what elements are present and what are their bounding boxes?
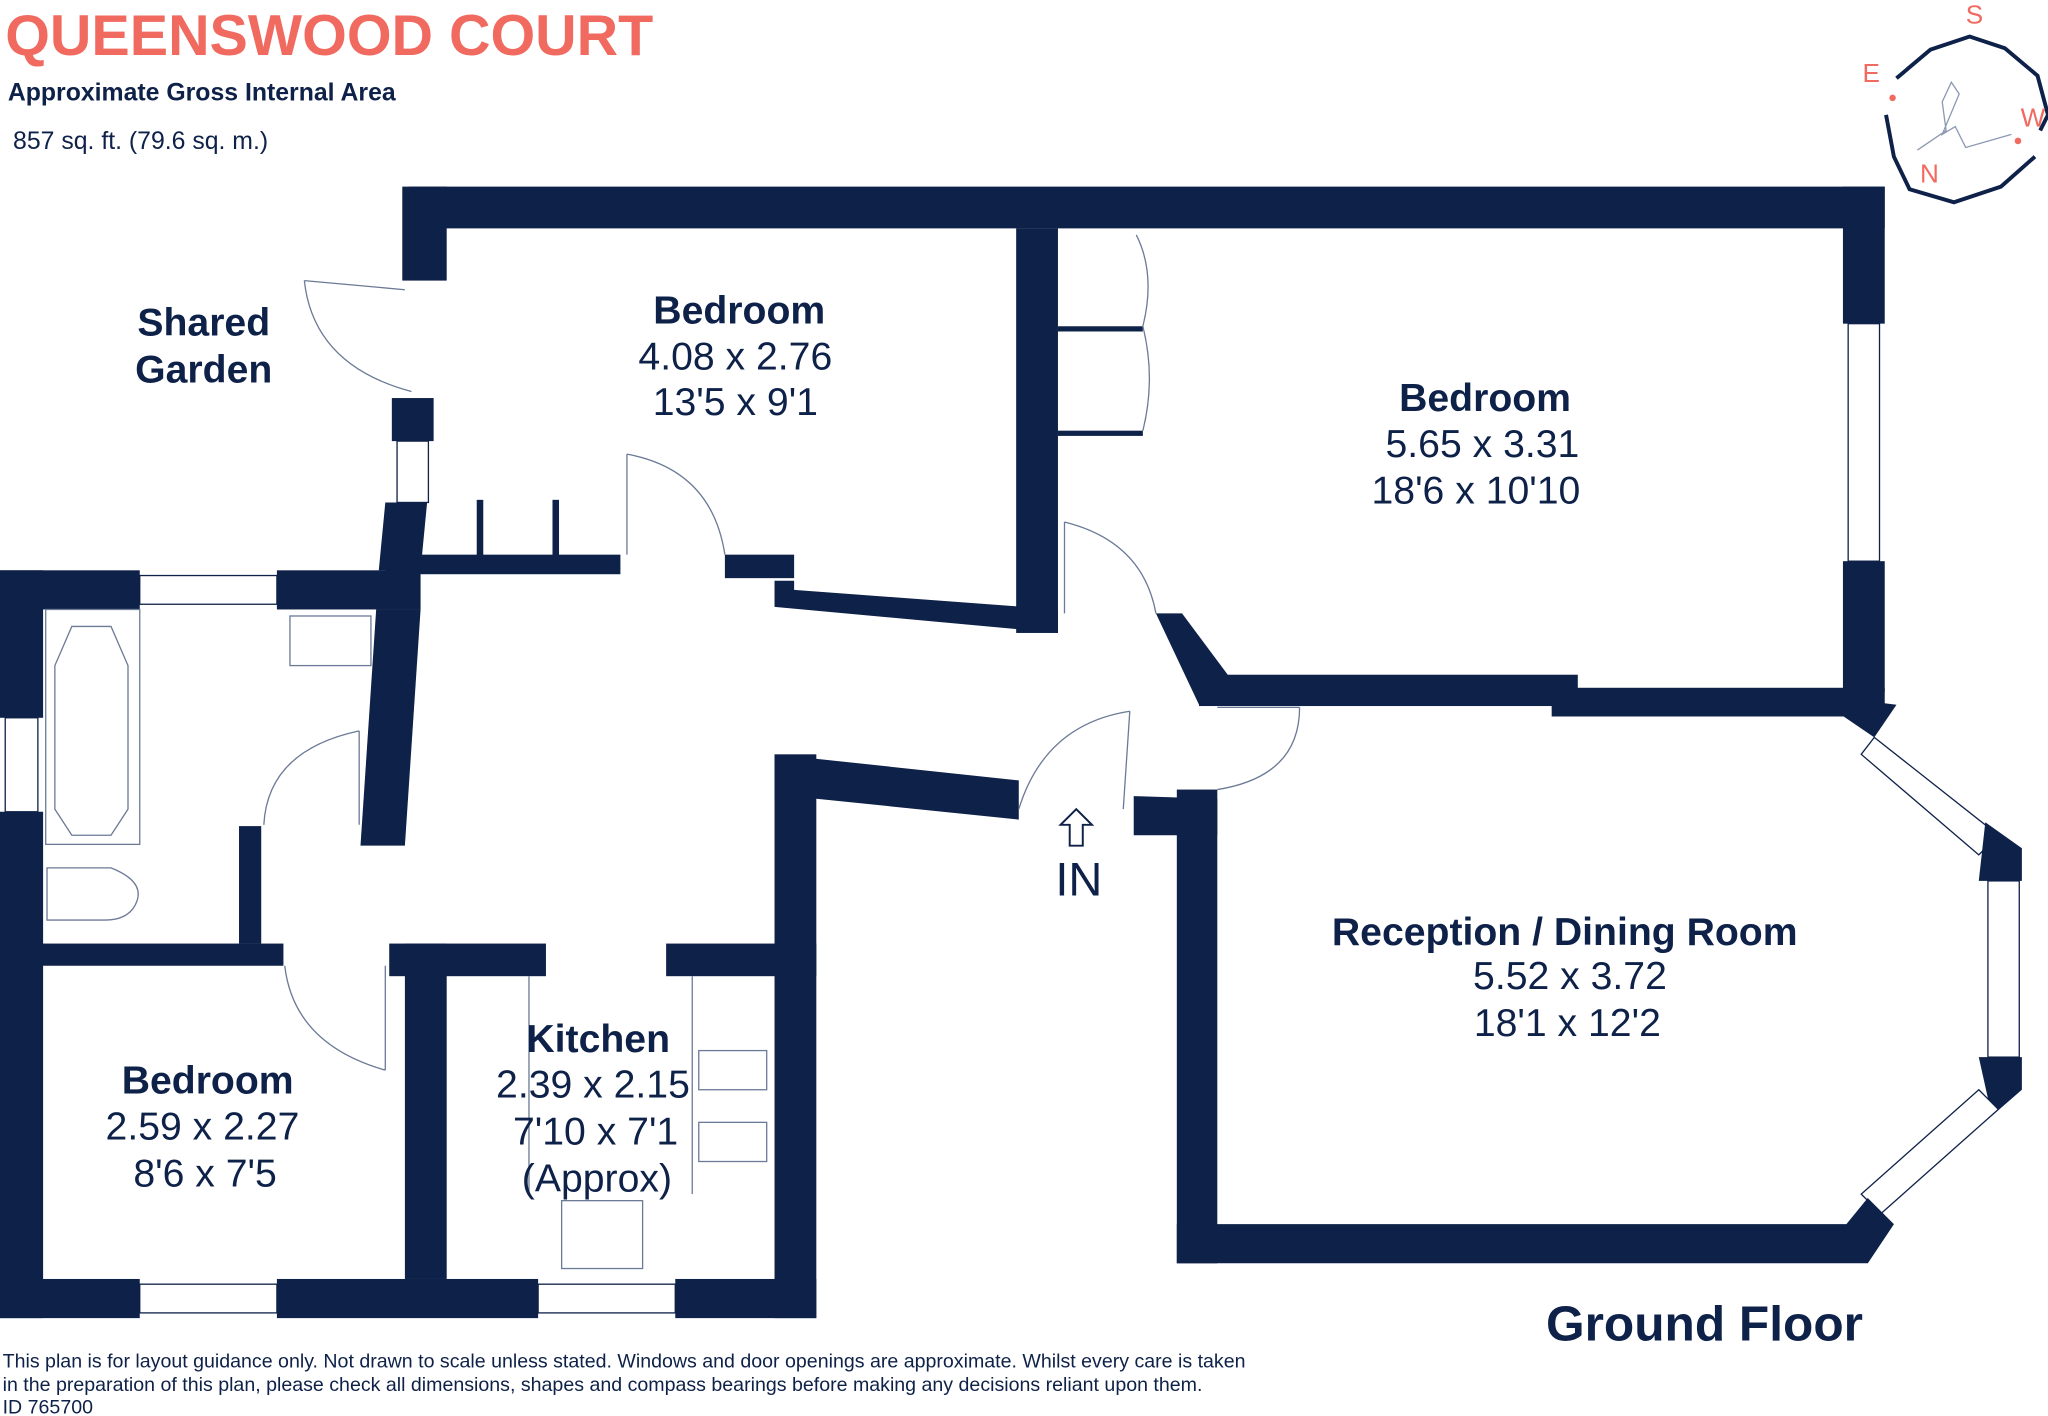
compass-icon: S E W N	[1863, 0, 2048, 205]
svg-text:Garden: Garden	[135, 348, 272, 391]
svg-text:ID 765700: ID 765700	[3, 1396, 93, 1416]
svg-text:Bedroom: Bedroom	[653, 290, 825, 333]
entrance-label: IN	[1055, 852, 1102, 905]
svg-text:8'6 x 7'5: 8'6 x 7'5	[133, 1152, 276, 1195]
svg-text:4.08 x 2.76: 4.08 x 2.76	[638, 335, 832, 378]
room-bedroom-2: Bedroom 5.65 x 3.31 18'6 x 10'10	[1372, 377, 1581, 513]
area-value: 857 sq. ft. (79.6 sq. m.)	[13, 128, 268, 155]
walls	[0, 186, 2022, 1319]
svg-text:Shared: Shared	[137, 301, 270, 344]
property-title: QUEENSWOOD COURT	[5, 4, 653, 68]
svg-text:5.52 x 3.72: 5.52 x 3.72	[1473, 955, 1667, 998]
svg-text:7'10 x 7'1: 7'10 x 7'1	[513, 1111, 678, 1154]
svg-text:2.59 x 2.27: 2.59 x 2.27	[106, 1105, 300, 1148]
fittings	[45, 234, 1301, 1270]
svg-text:Reception / Dining Room: Reception / Dining Room	[1332, 911, 1798, 954]
room-kitchen: Kitchen 2.39 x 2.15 7'10 x 7'1 (Approx)	[496, 1018, 690, 1201]
svg-text:18'6 x 10'10: 18'6 x 10'10	[1372, 470, 1581, 513]
svg-text:Bedroom: Bedroom	[122, 1060, 294, 1103]
svg-text:18'1 x 12'2: 18'1 x 12'2	[1474, 1002, 1661, 1045]
svg-text:5.65 x 3.31: 5.65 x 3.31	[1386, 423, 1580, 466]
room-reception: Reception / Dining Room 5.52 x 3.72 18'1…	[1332, 911, 1798, 1045]
room-bedroom-3: Bedroom 2.59 x 2.27 8'6 x 7'5	[106, 1060, 300, 1196]
compass-e: E	[1863, 58, 1880, 88]
floor-label: Ground Floor	[1546, 1295, 1863, 1351]
compass-w: W	[2021, 103, 2046, 133]
room-bedroom-1: Bedroom 4.08 x 2.76 13'5 x 9'1	[638, 290, 832, 424]
svg-text:13'5 x 9'1: 13'5 x 9'1	[653, 381, 818, 424]
disclaimer: This plan is for layout guidance only. N…	[3, 1351, 1246, 1416]
svg-text:in the preparation of this pla: in the preparation of this plan, please …	[3, 1374, 1203, 1396]
entrance-arrow-icon	[1058, 807, 1095, 847]
svg-text:(Approx): (Approx)	[522, 1158, 672, 1201]
svg-text:This plan is for layout guidan: This plan is for layout guidance only. N…	[3, 1351, 1246, 1373]
compass-s: S	[1966, 0, 1983, 29]
svg-text:2.39 x 2.15: 2.39 x 2.15	[496, 1064, 690, 1107]
shared-garden-label: Shared Garden	[135, 301, 272, 391]
svg-text:Kitchen: Kitchen	[526, 1018, 670, 1061]
compass-n: N	[1920, 159, 1939, 189]
area-subtitle: Approximate Gross Internal Area	[8, 79, 396, 106]
svg-text:Bedroom: Bedroom	[1399, 377, 1571, 420]
